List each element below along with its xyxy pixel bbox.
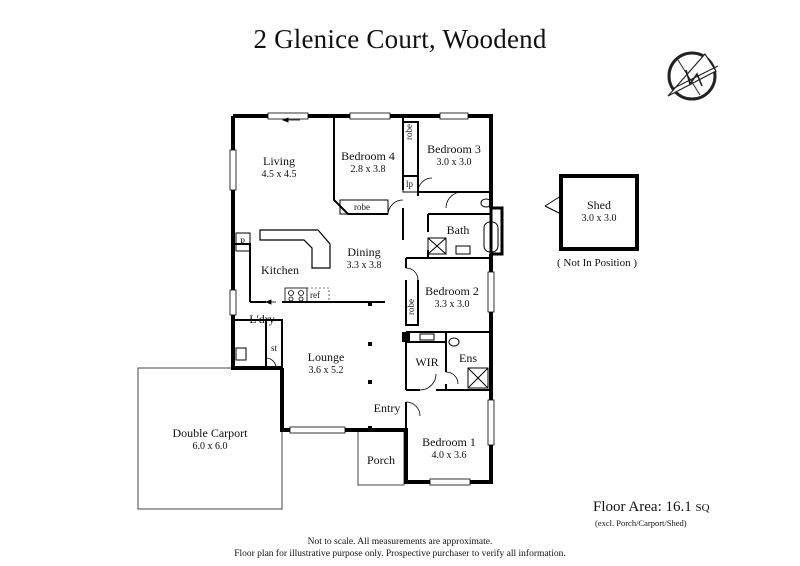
room-shed: Shed 3.0 x 3.0: [582, 199, 617, 225]
room-name: Bath: [446, 223, 470, 237]
carport-outline: [137, 367, 283, 510]
room-dims: 3.6 x 5.2: [308, 365, 344, 376]
room-name: Lounge: [307, 350, 345, 364]
room-name: WIR: [415, 355, 439, 369]
pantry: [235, 232, 251, 252]
windows: [229, 112, 495, 486]
shed-doors: [544, 195, 562, 215]
room-ensuite: Ens: [459, 352, 477, 365]
fridge-space: [306, 287, 330, 303]
room-name: Bedroom 4: [341, 149, 395, 163]
room-bedroom1: Bedroom 1 4.0 x 3.6: [422, 436, 476, 462]
label-robe-bedroom3: robe: [404, 124, 414, 140]
room-name: Shed: [587, 198, 611, 212]
room-dims: 3.3 x 3.8: [346, 260, 382, 271]
kitchen-bench: [259, 229, 331, 269]
room-living: Living 4.5 x 4.5: [262, 155, 297, 181]
room-wir: WIR: [415, 356, 438, 369]
room-dims: 6.0 x 6.0: [192, 441, 228, 452]
room-name: Ens: [459, 351, 477, 365]
room-porch: Porch: [367, 454, 395, 467]
room-bedroom3: Bedroom 3 3.0 x 3.0: [427, 143, 481, 169]
room-name: Entry: [373, 401, 401, 415]
floor-area-note: (excl. Porch/Carport/Shed): [595, 518, 687, 528]
room-name: Bedroom 2: [425, 284, 479, 298]
door-swings: [265, 177, 463, 417]
cooktop: [284, 287, 308, 303]
room-double-carport: Double Carport 6.0 x 6.0: [173, 427, 248, 453]
room-dining: Dining 3.3 x 3.8: [347, 246, 382, 272]
room-dims: 3.3 x 3.0: [434, 299, 470, 310]
label-pantry: P: [240, 237, 246, 247]
floor-area-value: Floor Area: 16.1: [593, 499, 692, 515]
room-kitchen: Kitchen: [261, 264, 299, 277]
north-compass-icon: [667, 51, 719, 101]
room-name: Kitchen: [261, 263, 299, 277]
room-name: Bedroom 1: [422, 435, 476, 449]
shed-position-note: ( Not In Position ): [556, 257, 638, 269]
room-dims: 3.0 x 3.0: [581, 213, 617, 224]
linen-press: [402, 175, 419, 193]
label-robe-bedroom4: robe: [354, 202, 370, 212]
room-entry: Entry: [374, 402, 401, 415]
label-fridge: ref: [310, 290, 320, 300]
room-name: L'dry: [249, 312, 275, 326]
room-dims: 3.0 x 3.0: [436, 157, 472, 168]
footer-disclaimer-2: Floor plan for illustrative purpose only…: [234, 549, 566, 559]
room-name: Double Carport: [172, 426, 248, 440]
bath-fixtures: [427, 198, 499, 255]
label-robe-bedroom2: robe: [406, 299, 416, 315]
room-dims: 2.8 x 3.8: [350, 164, 386, 175]
room-dims: 4.5 x 4.5: [261, 169, 297, 180]
room-name: Living: [263, 154, 295, 168]
floor-area: Floor Area: 16.1 SQ: [593, 499, 710, 516]
room-laundry: L'dry: [249, 313, 275, 326]
room-dims: 4.0 x 3.6: [431, 450, 467, 461]
robe-bedroom4: [339, 199, 389, 215]
room-lounge: Lounge 3.6 x 5.2: [308, 351, 345, 377]
room-bath: Bath: [447, 224, 470, 237]
direction-arrows: [264, 117, 300, 305]
room-name: Dining: [347, 245, 381, 259]
room-bedroom4: Bedroom 4 2.8 x 3.8: [341, 150, 395, 176]
room-bedroom2: Bedroom 2 3.3 x 3.0: [425, 285, 479, 311]
label-store: st: [271, 343, 278, 353]
laundry-trough: [235, 347, 247, 361]
label-linen-press: lp: [406, 179, 414, 189]
page-title: 2 Glenice Court, Woodend: [253, 24, 547, 54]
footer-disclaimer-1: Not to scale. All measurements are appro…: [307, 537, 493, 547]
shed-outline: [559, 174, 639, 251]
room-name: Porch: [367, 453, 395, 467]
columns: [368, 302, 410, 430]
floor-area-unit: SQ: [695, 502, 710, 514]
ensuite-fixtures: [419, 333, 489, 389]
room-name: Bedroom 3: [427, 142, 481, 156]
